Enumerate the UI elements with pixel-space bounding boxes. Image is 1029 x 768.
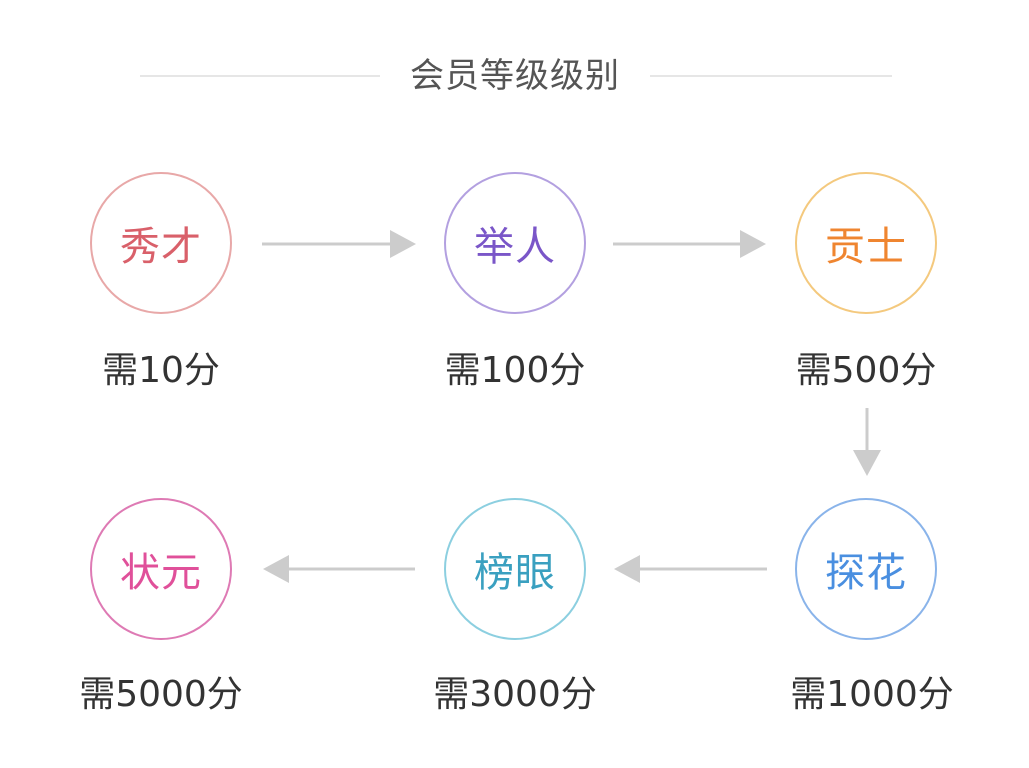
page-title: 会员等级级别 — [410, 56, 620, 96]
level-requirement: 需10分 — [102, 350, 220, 391]
arrow-3-to-4-head — [853, 450, 881, 476]
level-name: 探花 — [825, 550, 907, 596]
level-name: 榜眼 — [474, 550, 556, 596]
level-requirement: 需100分 — [444, 350, 586, 391]
section-header: 会员等级级别 — [140, 48, 892, 104]
level-node-xiucai: 秀才 — [90, 172, 232, 314]
level-name: 秀才 — [120, 224, 202, 270]
level-requirement: 需5000分 — [79, 674, 243, 715]
level-name: 状元 — [120, 550, 202, 596]
level-requirement: 需500分 — [795, 350, 937, 391]
header-divider-left — [140, 75, 380, 77]
level-name: 贡士 — [825, 224, 907, 270]
arrow-2-to-3-head — [740, 230, 766, 258]
level-node-juren: 举人 — [444, 172, 586, 314]
header-divider-right — [650, 75, 892, 77]
level-node-bangyan: 榜眼 — [444, 498, 586, 640]
arrow-4-to-5-head — [614, 555, 640, 583]
arrow-5-to-6-head — [263, 555, 289, 583]
level-node-tanhua: 探花 — [795, 498, 937, 640]
level-node-gongshi: 贡士 — [795, 172, 937, 314]
arrow-1-to-2-head — [390, 230, 416, 258]
level-name: 举人 — [474, 224, 556, 270]
level-requirement: 需3000分 — [433, 674, 597, 715]
level-requirement: 需1000分 — [790, 674, 954, 715]
level-node-zhuangyuan: 状元 — [90, 498, 232, 640]
